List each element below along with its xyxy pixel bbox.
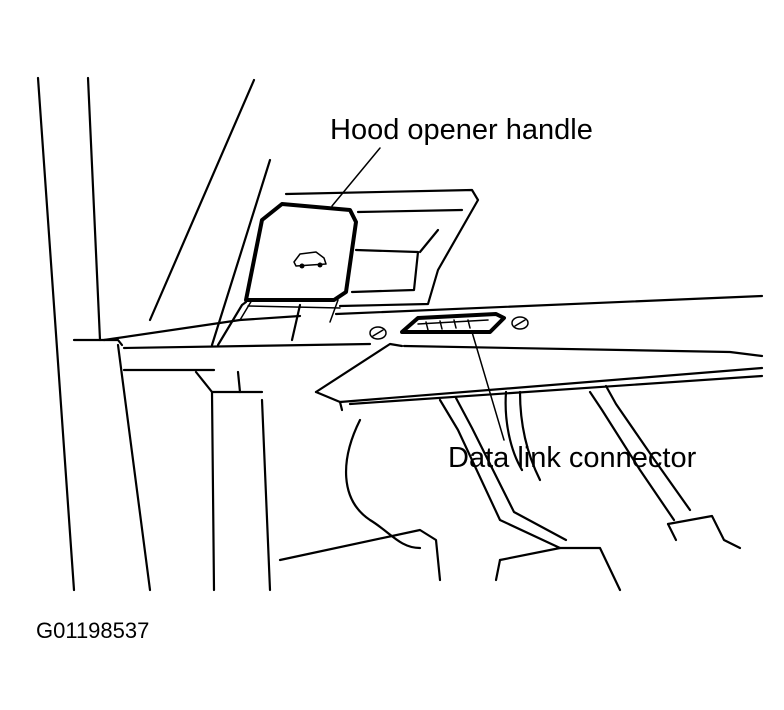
leader-line-hood-opener	[331, 147, 381, 207]
hood-opener-handle	[239, 202, 358, 323]
dashboard-lower-panel	[102, 294, 764, 350]
door-pillar	[36, 76, 216, 592]
hood-opener-label: Hood opener handle	[330, 114, 593, 146]
wiring-harness	[504, 390, 542, 482]
hood-opener-housing	[284, 188, 480, 308]
car-hood-icon	[293, 251, 327, 269]
carpet-contour	[278, 418, 442, 582]
brake-pedal-arm	[438, 396, 568, 550]
brake-pedal-pad	[494, 546, 622, 592]
leader-line-data-link	[471, 331, 505, 441]
windshield-pillar	[148, 78, 272, 347]
accelerator-pedal-pad	[666, 514, 742, 550]
data-link-connector	[400, 312, 506, 334]
knee-bolster-rail	[314, 342, 764, 412]
panel-screw-right	[511, 316, 529, 330]
figure-id: G01198537	[36, 618, 150, 643]
accelerator-pedal-arm	[588, 384, 692, 522]
panel-screw-left	[369, 326, 387, 340]
pedal-bracket-left	[194, 370, 272, 592]
data-link-connector-label: Data link connector	[448, 442, 697, 474]
